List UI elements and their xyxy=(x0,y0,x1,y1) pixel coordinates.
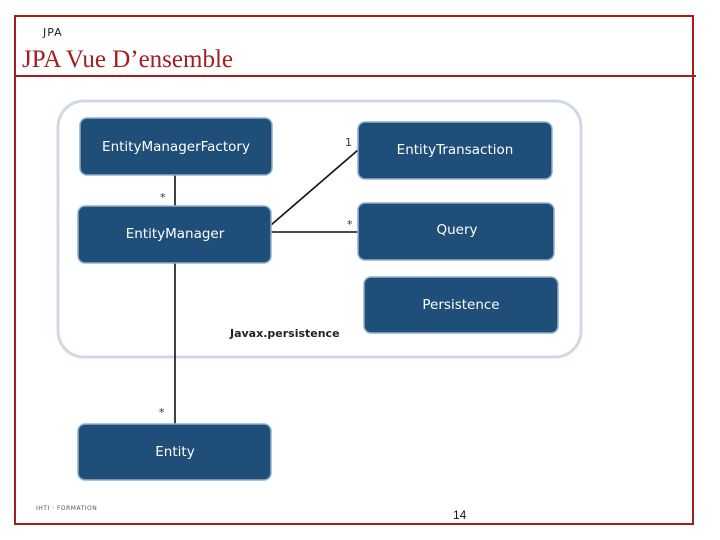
slide-frame xyxy=(14,15,694,525)
box-label-entity-manager-factory: EntityManagerFactory xyxy=(102,139,250,155)
box-label-persistence: Persistence xyxy=(422,297,499,313)
box-label-entity: Entity xyxy=(155,444,194,460)
footer-organization: IHTI · FORMATION xyxy=(36,505,98,512)
package-label: Javax.persistence xyxy=(229,327,340,340)
box-entity-manager: EntityManager xyxy=(77,205,272,264)
box-label-entity-transaction: EntityTransaction xyxy=(397,142,514,158)
box-label-query: Query xyxy=(436,222,477,238)
slide-title: JPA Vue D’ensemble xyxy=(22,46,233,73)
title-divider xyxy=(14,75,696,77)
multiplicity-manager-entity: * xyxy=(159,406,165,419)
multiplicity-manager-transaction: 1 xyxy=(345,136,352,149)
multiplicity-manager-query: * xyxy=(347,218,353,231)
connector-manager-transaction xyxy=(270,149,359,226)
box-persistence: Persistence xyxy=(363,276,559,334)
multiplicity-factory-manager: * xyxy=(160,191,166,204)
box-query: Query xyxy=(357,202,555,261)
box-entity-manager-factory: EntityManagerFactory xyxy=(79,117,273,176)
box-entity-transaction: EntityTransaction xyxy=(357,121,553,180)
box-entity: Entity xyxy=(77,423,272,481)
section-label: JPA xyxy=(43,26,63,39)
page-number: 14 xyxy=(453,508,467,522)
box-label-entity-manager: EntityManager xyxy=(126,226,225,242)
